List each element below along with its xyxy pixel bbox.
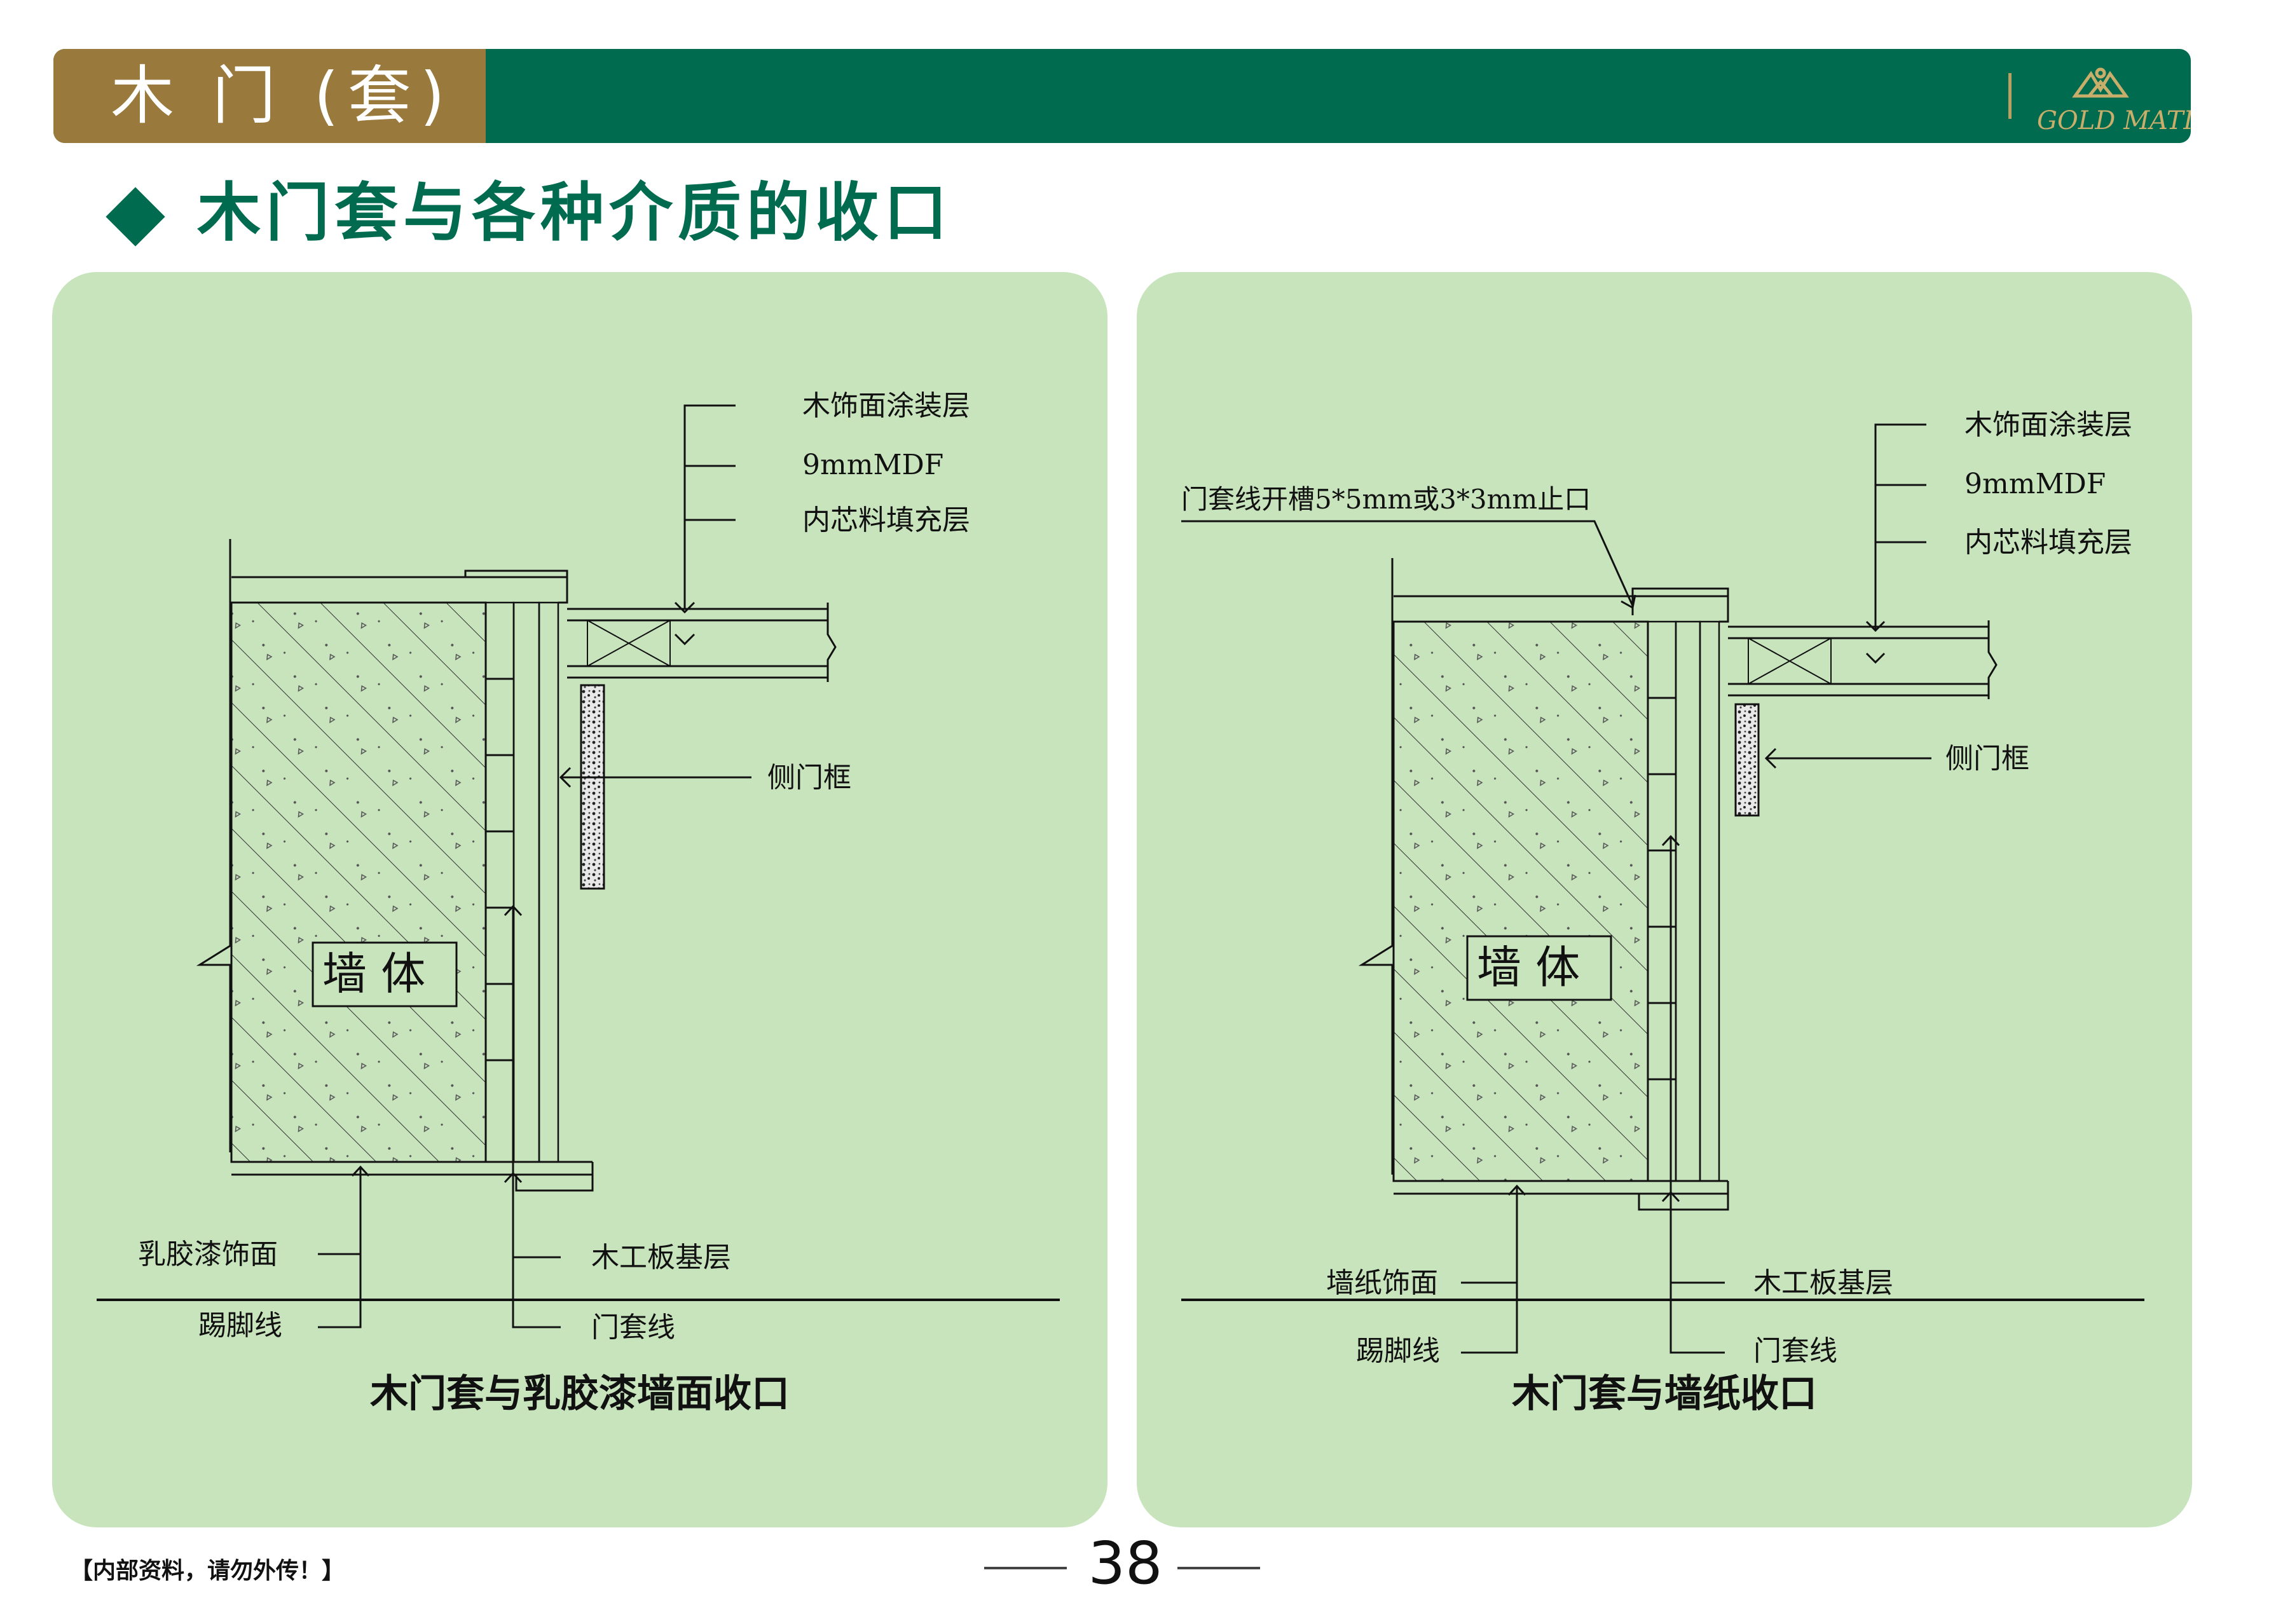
detail-drawing-wallpaper: 木饰面涂装层 9mmMDF 内芯料填充层 门套线开槽5*5mm或3*3mm止口 … [1181, 409, 2144, 1367]
page-number-rule-left [984, 1567, 1067, 1569]
label-side-frame: 侧门框 [1945, 742, 2029, 775]
header-title: 木 门 (套) [111, 58, 454, 133]
label-finish: 乳胶漆饰面 [138, 1238, 278, 1271]
label-core-fill: 内芯料填充层 [1964, 526, 2132, 559]
label-side-frame: 侧门框 [767, 761, 851, 794]
label-base: 木工板基层 [1753, 1267, 1893, 1299]
label-wall: 墙 体 [1477, 941, 1580, 993]
label-wood-coating: 木饰面涂装层 [802, 390, 970, 422]
page-number: 38 [1088, 1529, 1163, 1597]
label-finish: 墙纸饰面 [1326, 1267, 1438, 1299]
footer-note: 【内部资料，请勿外传！】 [70, 1557, 345, 1584]
label-mdf: 9mmMDF [802, 449, 943, 481]
panel-caption-latex: 木门套与乳胶漆墙面收口 [370, 1372, 790, 1416]
gold-matis-logo: GOLD MATIS [2037, 67, 2191, 135]
panel-caption-wallpaper: 木门套与墙纸收口 [1512, 1372, 1817, 1416]
label-core-fill: 内芯料填充层 [802, 504, 970, 536]
wall-label-box [1466, 935, 1612, 1001]
detail-drawing-latex: 木饰面涂装层 9mmMDF 内芯料填充层 侧门框 墙 体 乳胶漆饰面 踢脚线 木… [97, 390, 1060, 1344]
wall-label-box [312, 941, 458, 1007]
panel-wallpaper: 木饰面涂装层 9mmMDF 内芯料填充层 门套线开槽5*5mm或3*3mm止口 … [1137, 272, 2192, 1527]
diamond-bullet-icon [106, 187, 165, 247]
label-groove: 门套线开槽5*5mm或3*3mm止口 [1181, 484, 1591, 515]
label-wall: 墙 体 [322, 948, 425, 1000]
label-base: 木工板基层 [591, 1241, 731, 1274]
label-skirting: 踢脚线 [1356, 1335, 1440, 1367]
label-casing: 门套线 [1753, 1335, 1837, 1367]
header-tab: 木 门 (套) [53, 49, 486, 143]
label-mdf: 9mmMDF [1964, 468, 2106, 500]
label-wood-coating: 木饰面涂装层 [1964, 409, 2132, 441]
panel-latex-paint: 木饰面涂装层 9mmMDF 内芯料填充层 侧门框 墙 体 乳胶漆饰面 踢脚线 木… [52, 272, 1107, 1527]
section-title: 木门套与各种介质的收口 [197, 175, 952, 250]
header-bar: 木 门 (套) GOLD MATIS [53, 49, 2191, 143]
label-casing: 门套线 [591, 1311, 675, 1344]
page-number-rule-right [1177, 1567, 1260, 1569]
logo-divider [2008, 73, 2012, 119]
logo-text: GOLD MATIS [2037, 106, 2191, 135]
label-skirting: 踢脚线 [198, 1309, 282, 1342]
